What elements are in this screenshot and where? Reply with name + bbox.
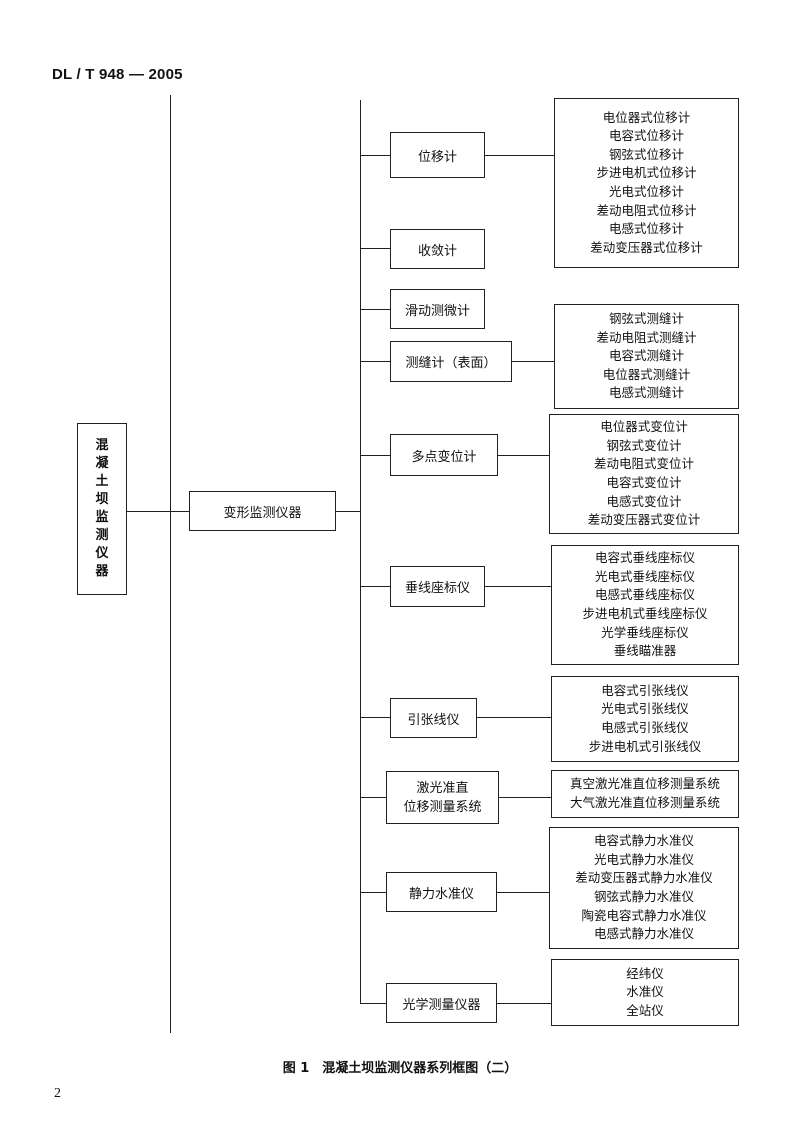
list-item: 真空激光准直位移测量系统: [569, 776, 720, 792]
category-box: 光学测量仪器: [386, 983, 497, 1023]
page-number: 2: [54, 1086, 61, 1101]
list-item: 步进电机式引张线仪: [588, 738, 702, 754]
category-box: 静力水准仪: [386, 872, 497, 912]
list-item: 电容式位移计: [608, 128, 684, 144]
list-item: 电感式变位计: [606, 493, 682, 509]
connector-category: [360, 455, 390, 457]
category-label-line: 位移测量系统: [403, 799, 482, 815]
list-item: 电感式引张线仪: [601, 720, 689, 735]
list-item: 钢弦式位移计: [608, 146, 684, 162]
items-box: 电容式垂线座标仪 光电式垂线座标仪 电感式垂线座标仪 步进电机式垂线座标仪 光学…: [551, 545, 739, 665]
category-spine: [360, 100, 362, 1004]
list-item: 大气激光准直位移测量系统: [569, 795, 720, 810]
list-item: 差动变压器式位移计: [590, 239, 703, 255]
items-box: 电位器式变位计 钢弦式变位计 差动电阻式变位计 电容式变位计 电感式变位计 差动…: [549, 414, 739, 534]
items-box: 电容式引张线仪 光电式引张线仪 电感式引张线仪 步进电机式引张线仪: [551, 676, 739, 762]
root-char: 混: [95, 438, 109, 453]
list-item: 电容式变位计: [606, 475, 682, 490]
category-box: 多点变位计: [390, 434, 498, 476]
list-item: 陶瓷电容式静力水准仪: [581, 907, 707, 923]
list-item: 电感式位移计: [608, 221, 684, 237]
list-item: 差动变压器式变位计: [587, 512, 701, 528]
root-char: 测: [95, 528, 109, 543]
connector-category: [360, 797, 386, 799]
list-item: 光电式静力水准仪: [593, 851, 694, 867]
list-item: 步进电机式位移计: [596, 165, 697, 181]
list-item: 水准仪: [626, 984, 664, 1000]
connector-items: [485, 586, 551, 588]
list-item: 光电式引张线仪: [601, 701, 689, 717]
list-item: 光学垂线座标仪: [601, 624, 689, 640]
list-item: 差动变压器式静力水准仪: [575, 870, 713, 886]
items-box: 钢弦式测缝计 差动电阻式测缝计 电容式测缝计 电位器式测缝计 电感式测缝计: [554, 304, 739, 409]
connector-category: [360, 248, 390, 250]
items-box: 真空激光准直位移测量系统 大气激光准直位移测量系统: [551, 770, 739, 818]
list-item: 电容式静力水准仪: [593, 833, 694, 849]
root-char: 土: [95, 474, 109, 489]
connector-items: [497, 1003, 551, 1005]
list-item: 钢弦式静力水准仪: [593, 889, 694, 904]
category-box: 收敛计: [390, 229, 485, 269]
root-char: 器: [95, 564, 109, 579]
deformation-instruments-box: 变形监测仪器: [189, 491, 336, 531]
connector-category: [360, 717, 390, 719]
connector-items: [477, 717, 551, 719]
figure-caption: 图 1 混凝土坝监测仪器系列框图（二）: [282, 1061, 518, 1076]
list-item: 差动电阻式测缝计: [596, 329, 697, 345]
document-code: DL / T 948 — 2005: [52, 66, 183, 83]
connector-mid: [336, 511, 360, 513]
trunk-line: [170, 95, 172, 1033]
list-item: 电感式测缝计: [608, 385, 684, 401]
category-label-line: 激光准直: [416, 780, 469, 796]
list-item: 钢弦式测缝计: [608, 311, 684, 327]
category-box: 测缝计（表面）: [390, 341, 512, 382]
connector-items: [497, 892, 551, 894]
items-box: 经纬仪 水准仪 全站仪: [551, 959, 739, 1026]
root-char: 监: [95, 510, 109, 525]
root-char: 坝: [95, 492, 109, 507]
connector-category: [360, 586, 390, 588]
connector-items: [485, 155, 554, 157]
category-box: 滑动测微计: [390, 289, 485, 329]
connector-root: [127, 511, 189, 513]
list-item: 电感式垂线座标仪: [594, 587, 695, 603]
list-item: 经纬仪: [626, 965, 664, 981]
connector-items: [498, 455, 554, 457]
list-item: 光电式垂线座标仪: [594, 568, 695, 584]
list-item: 电容式垂线座标仪: [594, 550, 695, 566]
list-item: 电感式静力水准仪: [593, 926, 694, 942]
connector-category: [360, 1003, 386, 1005]
list-item: 垂线瞄准器: [613, 643, 677, 659]
connector-category: [360, 361, 390, 363]
list-item: 电位器式变位计: [600, 419, 688, 435]
list-item: 电位器式位移计: [602, 109, 691, 125]
category-box: 垂线座标仪: [390, 566, 485, 607]
root-box: 混 凝 土 坝 监 测 仪 器: [77, 423, 127, 595]
items-box: 电容式静力水准仪 光电式静力水准仪 差动变压器式静力水准仪 钢弦式静力水准仪 陶…: [549, 827, 739, 949]
list-item: 电位器式测缝计: [602, 366, 691, 382]
items-box: 电位器式位移计 电容式位移计 钢弦式位移计 步进电机式位移计 光电式位移计 差动…: [554, 98, 739, 268]
connector-category: [360, 309, 390, 311]
connector-category: [360, 155, 390, 157]
list-item: 全站仪: [626, 1002, 664, 1018]
connector-category: [360, 892, 386, 894]
list-item: 钢弦式变位计: [606, 437, 682, 453]
connector-items: [512, 361, 554, 363]
category-box: 激光准直 位移测量系统: [386, 771, 499, 824]
list-item: 步进电机式垂线座标仪: [582, 606, 708, 621]
connector-items: [499, 797, 551, 799]
list-item: 电容式测缝计: [608, 348, 684, 364]
list-item: 光电式位移计: [608, 184, 684, 199]
list-item: 电容式引张线仪: [601, 682, 689, 698]
category-box: 引张线仪: [390, 698, 477, 738]
root-char: 凝: [95, 456, 109, 471]
root-char: 仪: [95, 546, 109, 561]
list-item: 差动电阻式变位计: [593, 456, 694, 472]
category-box: 位移计: [390, 132, 485, 178]
list-item: 差动电阻式位移计: [596, 202, 697, 218]
